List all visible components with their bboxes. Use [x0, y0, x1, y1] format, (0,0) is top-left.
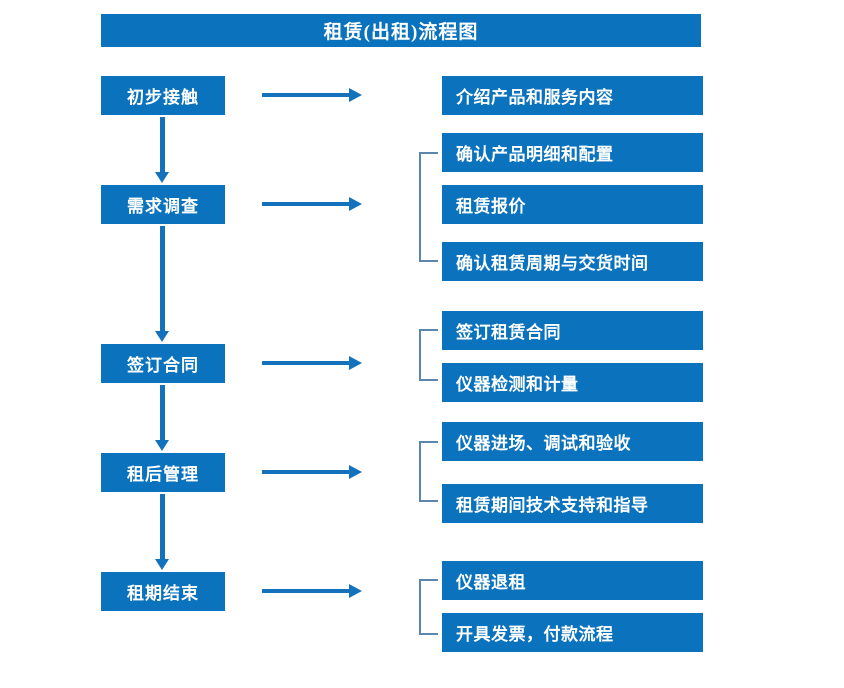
group-bracket-3 — [419, 329, 438, 381]
horizontal-arrow-1 — [262, 88, 362, 102]
detail-box-10[interactable]: 开具发票，付款流程 — [442, 613, 703, 652]
horizontal-arrow-2 — [262, 197, 362, 211]
detail-box-6[interactable]: 仪器检测和计量 — [442, 363, 703, 402]
vertical-arrow-3 — [155, 385, 169, 451]
horizontal-arrow-4 — [262, 465, 362, 479]
group-bracket-4 — [419, 441, 438, 502]
detail-box-3[interactable]: 租赁报价 — [442, 185, 703, 224]
stage-box-1[interactable]: 初步接触 — [101, 76, 225, 115]
horizontal-arrow-3 — [262, 356, 362, 370]
detail-box-5[interactable]: 签订租赁合同 — [442, 311, 703, 350]
vertical-arrow-2 — [155, 226, 169, 342]
detail-box-2[interactable]: 确认产品明细和配置 — [442, 133, 703, 172]
vertical-arrow-4 — [155, 494, 169, 570]
detail-box-8[interactable]: 租赁期间技术支持和指导 — [442, 484, 703, 523]
vertical-arrow-1 — [155, 117, 169, 183]
stage-box-4[interactable]: 租后管理 — [101, 453, 225, 492]
stage-box-3[interactable]: 签订合同 — [101, 344, 225, 383]
horizontal-arrow-5 — [262, 584, 362, 598]
group-bracket-5 — [419, 579, 438, 635]
stage-box-2[interactable]: 需求调查 — [101, 185, 225, 224]
group-bracket-2 — [419, 152, 438, 262]
detail-box-9[interactable]: 仪器退租 — [442, 561, 703, 600]
page-title: 租赁(出租)流程图 — [101, 14, 701, 47]
detail-box-1[interactable]: 介绍产品和服务内容 — [442, 76, 703, 115]
stage-box-5[interactable]: 租期结束 — [101, 572, 225, 611]
detail-box-7[interactable]: 仪器进场、调试和验收 — [442, 422, 703, 461]
detail-box-4[interactable]: 确认租赁周期与交货时间 — [442, 242, 703, 281]
